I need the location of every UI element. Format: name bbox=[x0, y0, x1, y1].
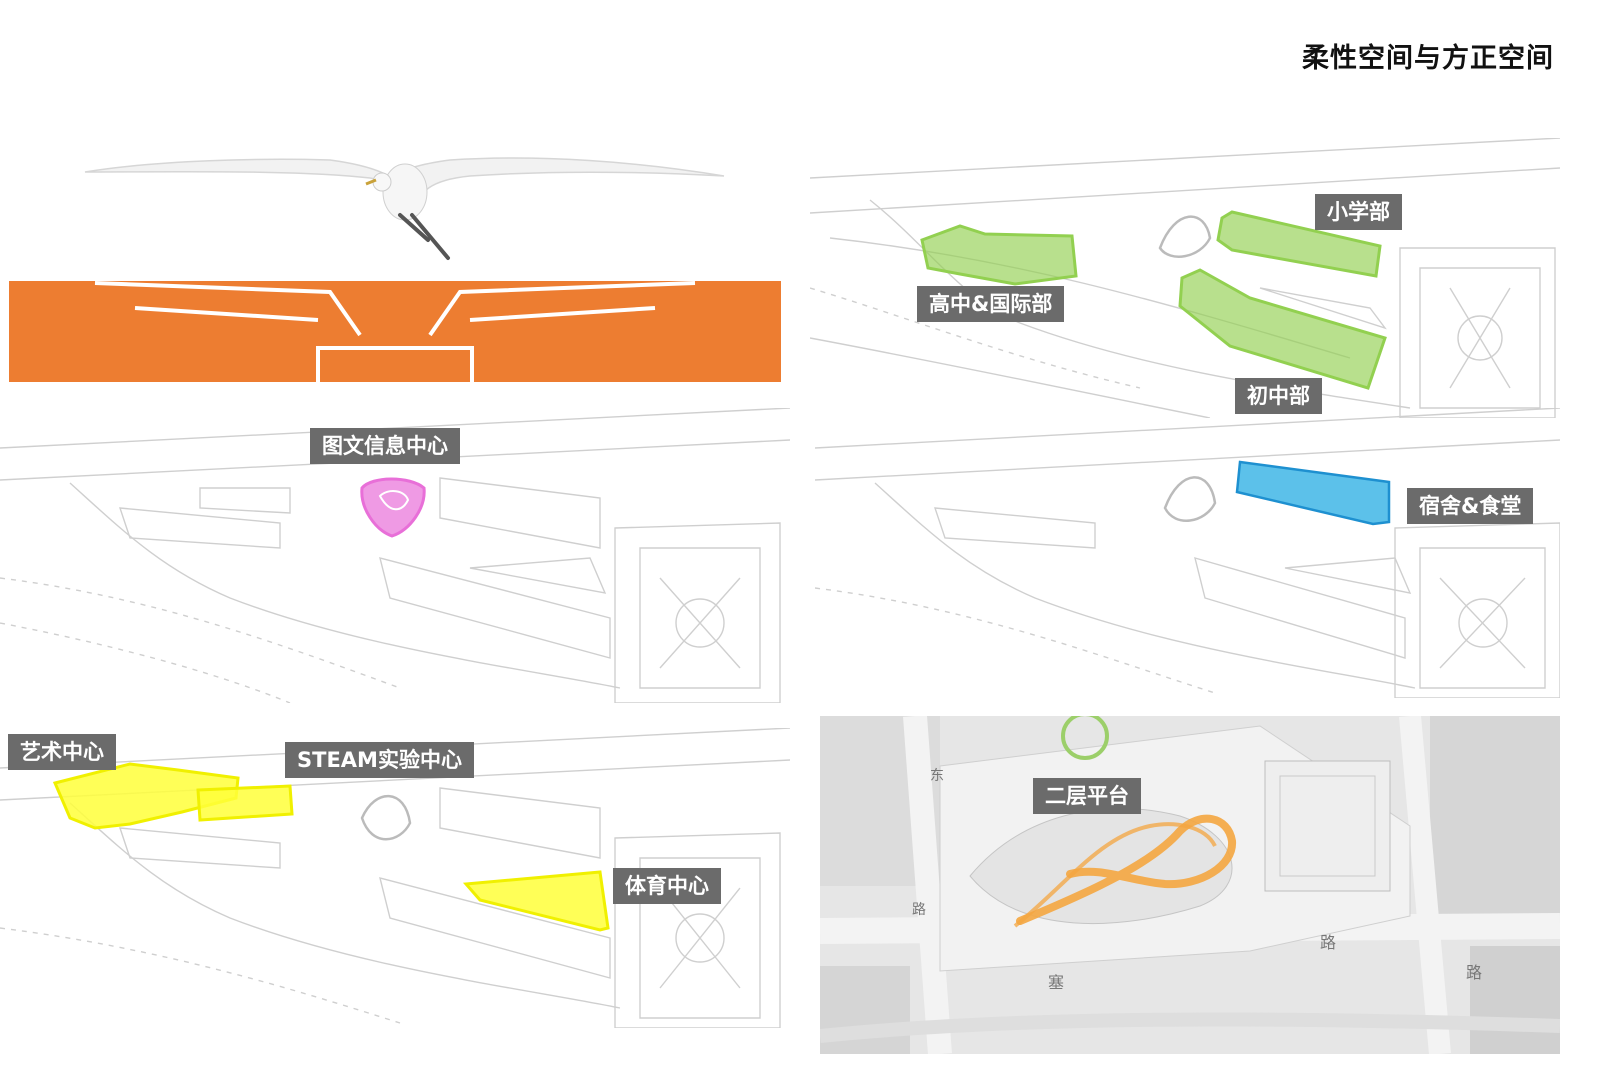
orange-concept-block bbox=[9, 281, 781, 382]
label-primary: 小学部 bbox=[1315, 194, 1402, 230]
road-char-2: 路 bbox=[912, 902, 926, 918]
label-dorm-canteen: 宿舍&食堂 bbox=[1407, 488, 1534, 524]
plan-panel-teaching: 高中&国际部 小学部 初中部 bbox=[810, 138, 1560, 418]
label-steam: STEAM实验中心 bbox=[285, 742, 474, 778]
plan-panel-facilities: 艺术中心 STEAM实验中心 体育中心 bbox=[0, 728, 790, 1028]
junior-building-highlight bbox=[1178, 268, 1387, 390]
label-art: 艺术中心 bbox=[8, 734, 116, 770]
second-floor-route bbox=[1016, 814, 1236, 925]
plan-panel-dorm: 宿舍&食堂 bbox=[815, 408, 1560, 698]
road-char-1: 东 bbox=[930, 768, 944, 784]
page-title: 柔性空间与方正空间 bbox=[1302, 43, 1554, 74]
road-char-5: 塞 bbox=[1048, 973, 1064, 992]
steam-highlight bbox=[196, 784, 294, 822]
label-second-floor: 二层平台 bbox=[1033, 778, 1141, 814]
concept-panel bbox=[0, 140, 790, 390]
dorm-highlight bbox=[1235, 460, 1391, 526]
label-senior-intl: 高中&国际部 bbox=[917, 286, 1065, 322]
label-info-center: 图文信息中心 bbox=[310, 428, 460, 464]
plan-panel-library: 图文信息中心 bbox=[0, 408, 790, 703]
road-char-4: 路 bbox=[1466, 963, 1482, 982]
label-junior: 初中部 bbox=[1235, 378, 1322, 414]
primary-building-highlight bbox=[1216, 210, 1382, 278]
road-char-3: 路 bbox=[1320, 933, 1336, 952]
library-highlight bbox=[360, 477, 426, 538]
egret-icon bbox=[84, 157, 725, 260]
senior-building-highlight bbox=[920, 224, 1078, 286]
sports-highlight bbox=[462, 870, 610, 932]
site-linework bbox=[815, 408, 1560, 698]
label-sports: 体育中心 bbox=[613, 868, 721, 904]
aerial-panel-platform: 东 路 路 路 塞 二层平台 bbox=[820, 716, 1560, 1054]
